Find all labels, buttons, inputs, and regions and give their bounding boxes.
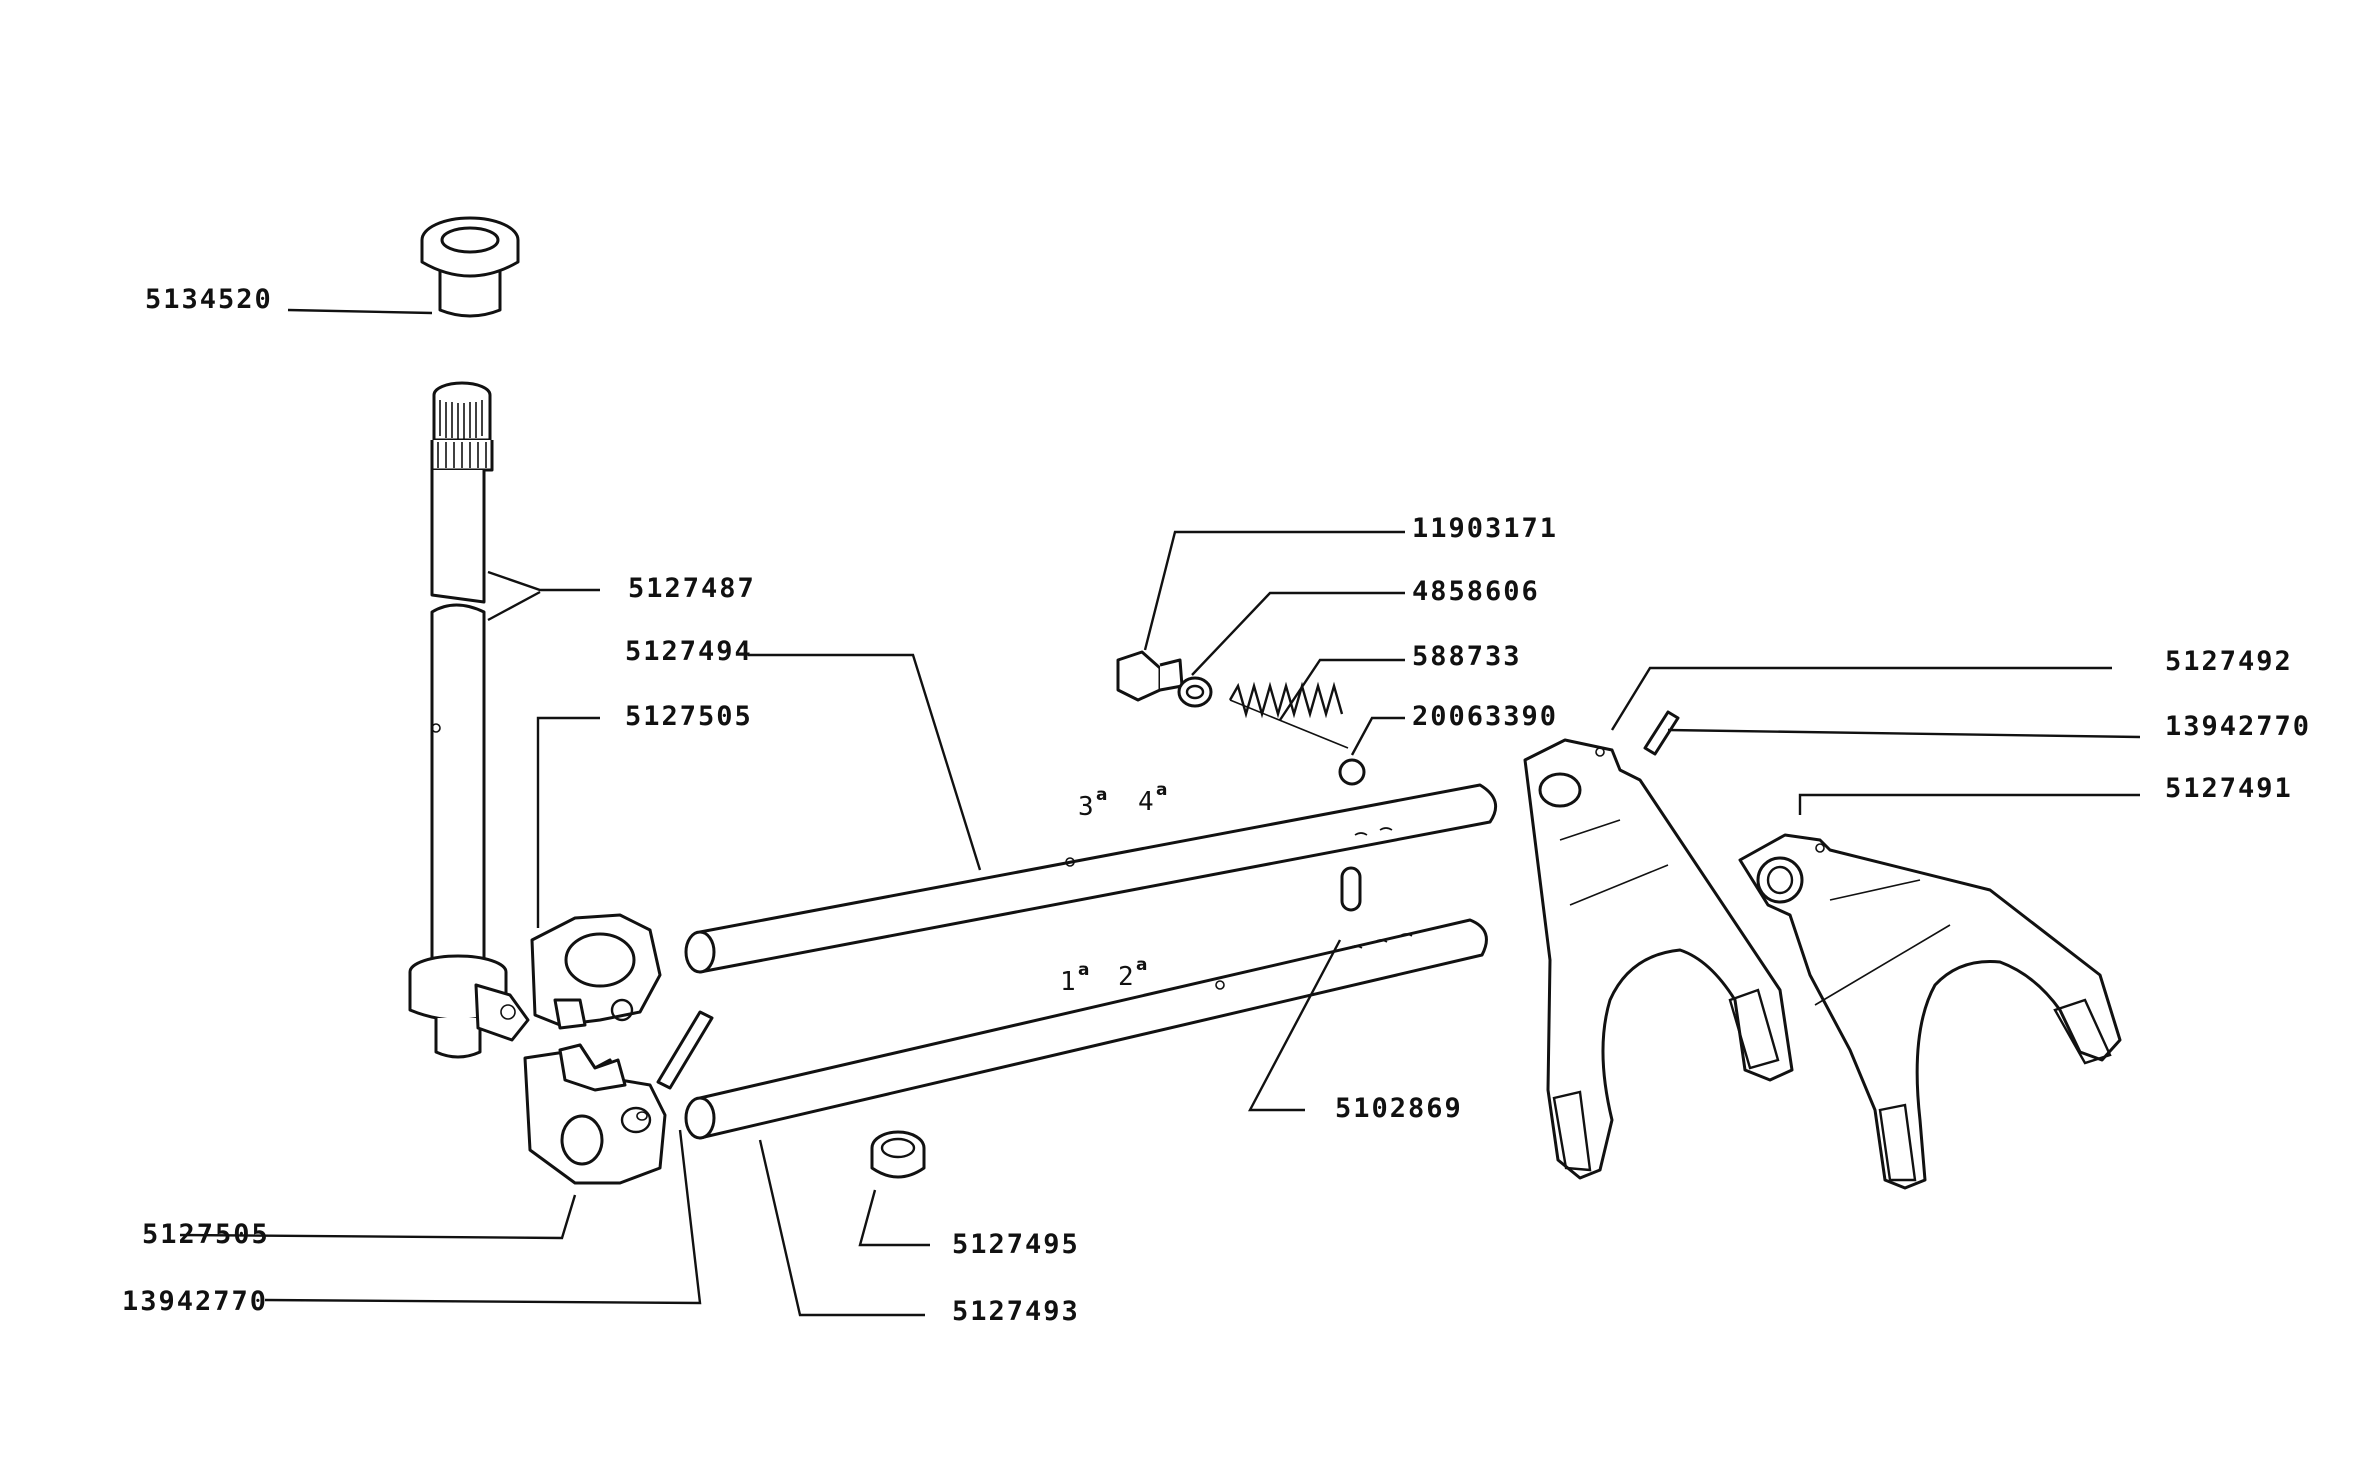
gear-2: 2 — [1118, 962, 1134, 992]
label-washer: 4858606 — [1412, 576, 1540, 607]
gear-mark-3-4: 3 a 4 a — [1078, 780, 1167, 822]
spacer-ring — [870, 1130, 926, 1179]
gear-3-ordinal: a — [1096, 785, 1107, 805]
label-rod-upper: 5127494 — [625, 636, 753, 667]
ball — [1338, 758, 1366, 786]
label-spring: 588733 — [1412, 641, 1522, 672]
label-pin-left: 13942770 — [122, 1286, 268, 1317]
label-pin-right: 13942770 — [2165, 711, 2311, 742]
label-shaft: 5127487 — [628, 573, 756, 604]
label-plug-screw: 11903171 — [1412, 513, 1558, 544]
selector-shaft — [408, 381, 530, 1059]
label-lever-lower: 5127505 — [142, 1219, 270, 1250]
lever-lower — [523, 1043, 667, 1185]
gear-1: 1 — [1060, 967, 1076, 997]
gear-4: 4 — [1138, 787, 1154, 817]
gear-3: 3 — [1078, 792, 1094, 822]
rod-lower — [684, 918, 1488, 1140]
gear-1-ordinal: a — [1078, 960, 1089, 980]
pin-left — [656, 1010, 714, 1090]
gear-2-ordinal: a — [1136, 955, 1147, 975]
label-interlock-pin: 5102869 — [1335, 1093, 1463, 1124]
plug-screw — [1116, 650, 1184, 702]
label-spacer: 5127495 — [952, 1229, 1080, 1260]
washer — [1177, 676, 1213, 708]
label-ball: 20063390 — [1412, 701, 1558, 732]
bush-part — [420, 216, 520, 318]
label-lever-upper: 5127505 — [625, 701, 753, 732]
label-fork-left: 5127492 — [2165, 646, 2293, 677]
label-fork-right: 5127491 — [2165, 773, 2293, 804]
interlock-pin — [1340, 866, 1362, 912]
label-rod-lower: 5127493 — [952, 1296, 1080, 1327]
rod-upper — [684, 783, 1498, 974]
fork-left — [1523, 738, 1794, 1180]
label-bush: 5134520 — [145, 284, 273, 315]
spring — [1228, 681, 1349, 749]
gear-4-ordinal: a — [1156, 780, 1167, 800]
fork-right — [1738, 833, 2122, 1190]
gear-mark-1-2: 1 a 2 a — [1060, 955, 1147, 997]
lever-upper — [530, 913, 662, 1030]
pin-right — [1643, 710, 1680, 756]
